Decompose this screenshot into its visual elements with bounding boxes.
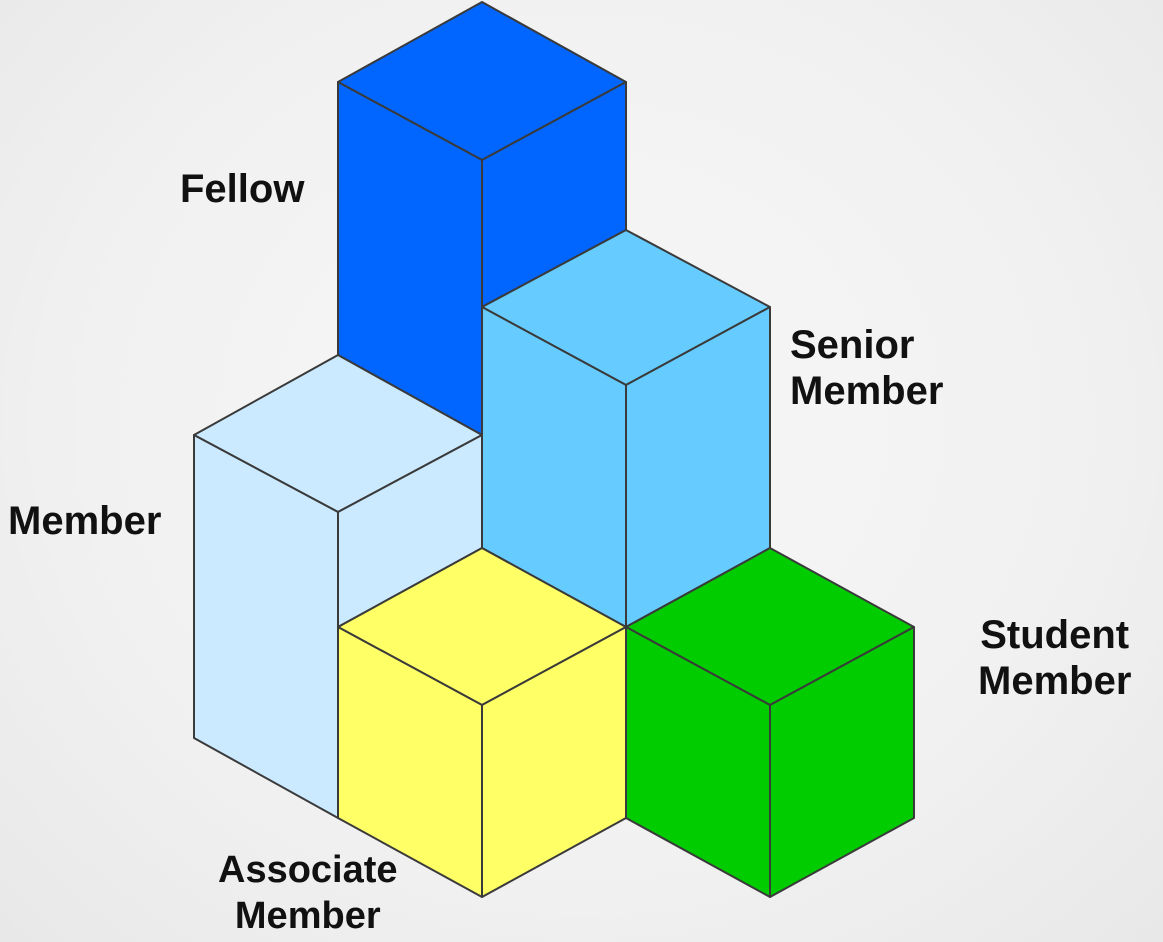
student-member-block <box>625 547 915 898</box>
associate-member-label-line1: Associate <box>218 849 398 891</box>
student-member-label-line1: Student <box>980 613 1130 657</box>
member-label-text: Member <box>8 499 162 543</box>
senior-member-label-line1: Senior <box>790 323 915 367</box>
student-member-block-right <box>769 626 915 898</box>
member-block <box>193 354 483 819</box>
student-member-label-line2: Member <box>978 659 1132 703</box>
associate-member-label-line2: Member <box>234 894 381 937</box>
student-member-label: Student Member <box>978 612 1131 704</box>
senior-member-block <box>481 229 771 628</box>
senior-member-label: Senior Member <box>790 322 943 414</box>
senior-member-label-line2: Member <box>790 369 944 413</box>
associate-member-label: Associate Member <box>218 848 398 939</box>
fellow-block <box>337 1 627 436</box>
associate-member-block <box>337 547 627 898</box>
fellow-label: Fellow <box>180 166 304 212</box>
fellow-label-text: Fellow <box>180 167 305 211</box>
member-label: Member <box>8 498 161 544</box>
